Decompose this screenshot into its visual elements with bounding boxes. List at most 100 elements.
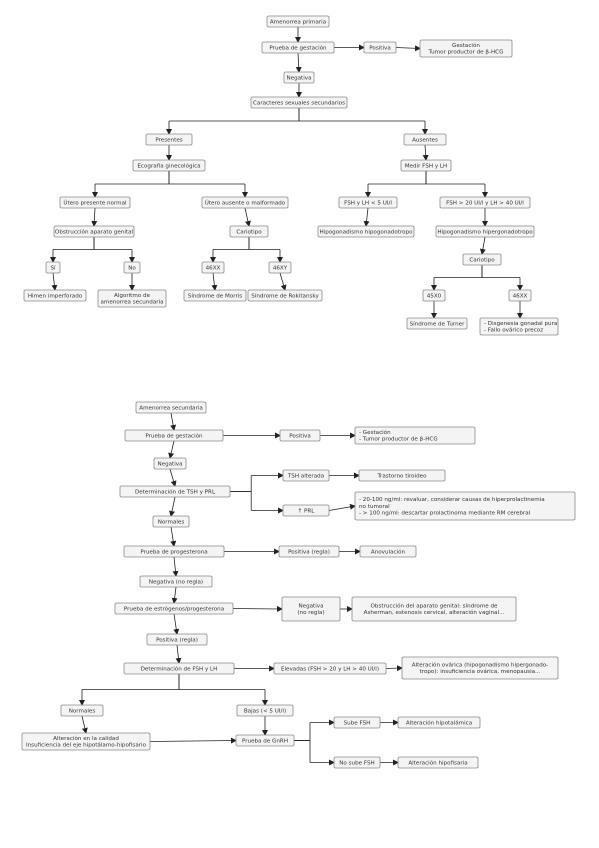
node-label: Síndrome de Rokitansky	[251, 292, 319, 299]
edge-p_utm-to-p_cario	[244, 207, 251, 227]
node-label: Determinación de FSH y LH	[141, 665, 218, 672]
node-label: Hipogonadismo hipergonadotropo	[437, 229, 533, 235]
node-box	[435, 225, 535, 238]
node-box	[236, 704, 294, 717]
node-label: (no regla)	[297, 610, 324, 616]
node-label: No sube FSH	[339, 760, 375, 766]
edge-p_fshlow-to-p_hipo	[363, 207, 370, 227]
node-p-pos: Positiva	[363, 41, 397, 54]
node-box	[53, 225, 135, 238]
node-label: Tumor productor de β-HCG	[428, 50, 504, 56]
edge-p_46xx-to-p_morris	[211, 272, 218, 291]
node-box	[201, 261, 225, 274]
node-box	[152, 515, 190, 528]
node-label: Negativa	[157, 461, 182, 467]
node-box	[123, 662, 235, 675]
node-label: Alteración en la calidad	[53, 735, 119, 742]
node-box	[397, 756, 479, 769]
node-label: FSH > 20 UI/l y LH > 40 UI/l	[446, 200, 524, 206]
node-box	[462, 253, 502, 266]
node-s-normales2: Normales	[60, 704, 104, 717]
node-s-hipot: Alteración hipotalámica	[397, 716, 481, 729]
node-box	[400, 159, 452, 172]
node-s-posregla2: Positiva (regla)	[146, 633, 208, 646]
node-box	[406, 317, 468, 330]
node-label: Bajas (< 5 UI/l)	[244, 708, 286, 714]
node-label: Prueba de GnRH	[242, 738, 288, 744]
node-s-bajas: Bajas (< 5 UI/l)	[236, 704, 294, 717]
node-s-gest: - Gestación- Tumor productor de β-HCG	[354, 426, 476, 445]
node-box	[97, 289, 167, 308]
node-s-fsh: Determinación de FSH y LH	[123, 662, 235, 675]
edge-s_prog-to-s_negnoregla	[172, 556, 179, 577]
node-p-si: Sí	[45, 261, 61, 274]
node-box	[333, 756, 381, 769]
node-box	[403, 133, 447, 146]
node-label: Obstrucción aparato genital	[55, 228, 134, 235]
node-s-tiro: Trastorno tiroideo	[358, 469, 446, 482]
node-s-ovar: Alteración ovárica (hipogonadismo hiperg…	[401, 656, 559, 680]
node-label: Himen imperforado	[28, 293, 83, 299]
node-label: Algoritmo de	[114, 293, 151, 299]
node-label: 46XX	[206, 265, 221, 271]
node-p-morris: Síndrome de Morris	[183, 289, 247, 302]
edge-s_neg-to-s_tsh	[169, 468, 177, 487]
node-box	[139, 575, 213, 588]
node-p-rok: Síndrome de Rokitansky	[247, 289, 323, 302]
node-box	[333, 716, 381, 729]
node-label: Alteración hipofisaria	[408, 759, 467, 766]
node-label: Alteración ovárica (hipogonadismo hiperg…	[412, 662, 549, 669]
node-box	[338, 196, 398, 209]
node-p-46xy: 46XY	[268, 261, 292, 274]
node-s-posregla: Positiva (regla)	[278, 545, 340, 558]
node-label: Síndrome de Turner	[410, 320, 466, 327]
node-p-himen: Himen imperforado	[23, 289, 87, 302]
node-box	[419, 39, 513, 58]
node-label: Útero ausente o malformado	[205, 199, 286, 206]
edge-s_prl-to-s_prlnote	[328, 503, 356, 511]
node-p-46xx: 46XX	[201, 261, 225, 274]
node-p-fshlow: FSH y LH < 5 UI/l	[338, 196, 398, 209]
node-s-pg: Prueba de gestación	[124, 429, 224, 442]
edge-s_estro-to-s_neg2	[232, 605, 283, 612]
node-label: Prueba de progesterona	[140, 549, 207, 555]
node-box	[354, 426, 476, 445]
node-p-mfsh: Medir FSH y LH	[400, 159, 452, 172]
node-label: Positiva	[289, 433, 311, 439]
node-s-nosube: No sube FSH	[333, 756, 381, 769]
node-p-turner: Síndrome de Turner	[406, 317, 468, 330]
node-s-prlnote: - 20-100 ng/ml: revaluar, considerar cau…	[354, 491, 576, 521]
node-p-cario2: Cariotipo	[462, 253, 502, 266]
edge-p_pos-to-p_gest	[395, 45, 421, 52]
node-label: - Gestación	[359, 429, 391, 436]
node-label: Trastorno tiroideo	[376, 473, 427, 479]
node-p-46xx2: 46XX	[508, 289, 532, 302]
node-label: Normales	[158, 519, 185, 525]
node-label: Sí	[50, 264, 56, 271]
node-s-pos: Positiva	[279, 429, 321, 442]
node-label: Hipogonadismo hipogonadotropo	[319, 229, 413, 235]
node-label: Prueba de estrógenos/progesterona	[124, 605, 224, 612]
node-label: - Disgenesia gonadal pura	[484, 321, 557, 327]
node-box	[397, 716, 481, 729]
node-label: Positiva	[369, 45, 391, 51]
node-label: Gestación	[452, 42, 480, 49]
node-p-cario: Cariotipo	[229, 225, 269, 238]
node-p-no: No	[123, 261, 141, 274]
node-box	[261, 41, 335, 54]
node-label: 46XX	[513, 293, 528, 299]
edge-p_46xy-to-p_rok	[279, 272, 287, 291]
node-box	[60, 704, 104, 717]
node-label: Negativa	[286, 75, 311, 81]
node-label: Elevadas (FSH > 20 y LH > 40 UI/l)	[281, 666, 379, 672]
node-box	[124, 429, 224, 442]
node-s-neg: Negativa	[153, 457, 187, 470]
node-box	[21, 732, 151, 751]
node-p-cs: Caracteres sexuales secundarios	[250, 96, 348, 109]
node-label: Cariotipo	[236, 229, 262, 235]
edge-s_posregla2-to-s_fsh	[175, 644, 182, 664]
node-box	[266, 15, 330, 28]
